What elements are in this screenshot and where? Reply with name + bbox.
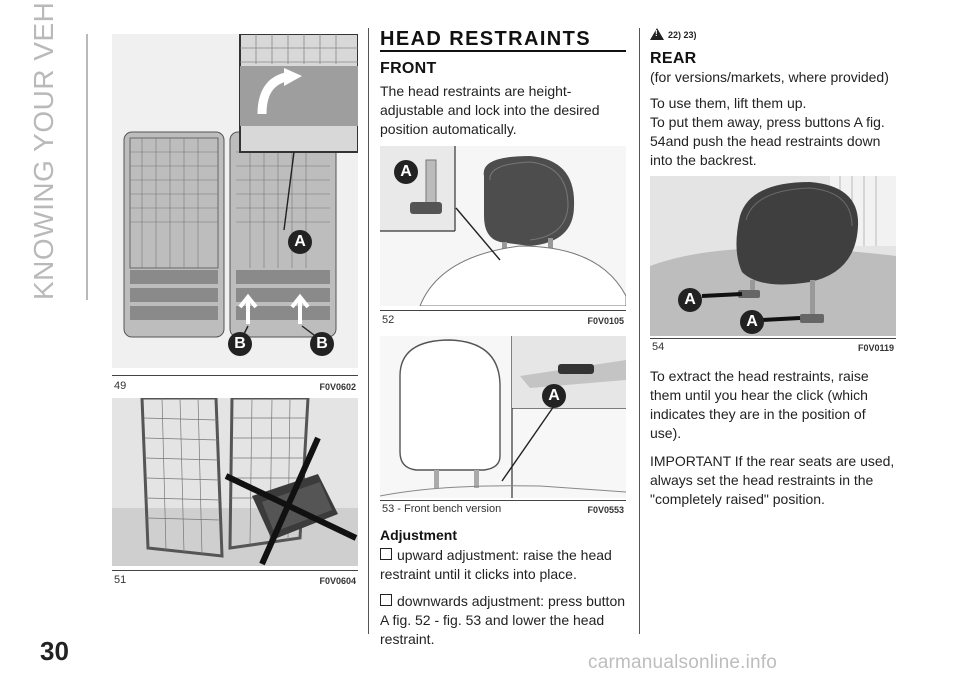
figure-53-label-a: A [542,384,566,408]
checkbox-bullet-icon [380,548,392,560]
figure-52-label-a: A [394,160,418,184]
column-divider-1 [368,28,369,634]
rear-para-1: To use them, lift them up. [650,95,807,111]
rear-para-4: IMPORTANT If the rear seats are used, al… [650,453,895,507]
figure-53-image: A [380,336,626,498]
figure-52-drawing [380,146,626,306]
watermark: carmanualsonline.info [588,652,778,673]
figure-49-label-a: A [288,230,312,254]
warning-ref-text: 22) 23) [668,30,697,40]
figure-51-drawing [112,398,358,566]
front-title: FRONT [380,60,437,77]
figure-52-image: A [380,146,626,306]
rear-para-3: To extract the head restraints, raise th… [650,368,869,441]
checkbox-bullet-icon [380,594,392,606]
figure-51-code: F0V0604 [319,576,356,586]
rear-title: REAR [650,50,697,67]
column-divider-2 [639,28,640,634]
figure-54-label-a-lower: A [740,310,764,334]
figure-52-caption-rule [380,310,626,311]
figure-49-label-b-left: B [228,332,252,356]
page-number: 30 [40,636,69,666]
side-title-text: KNOWING YOUR VEHICLE [28,0,59,300]
figure-52-number: 52 [382,314,395,326]
rear-para-2: To put them away, press buttons A fig. 5… [650,114,885,168]
figure-51-number: 51 [114,574,127,586]
figure-53-drawing [380,336,626,498]
figure-54-number: 54 [652,341,665,353]
figure-53-code: F0V0553 [587,505,624,515]
adjustment-bullet-up: upward adjustment: raise the head restra… [380,546,626,584]
figure-53-number: 53 - Front bench version [382,503,502,515]
figure-49-image: A B B [112,34,358,368]
front-body: The head restraints are height-adjustabl… [380,83,600,137]
section-title-rule [380,50,626,52]
figure-49-drawing [123,34,358,339]
figure-54-code: F0V0119 [857,343,894,353]
figure-49-code: F0V0602 [319,382,356,392]
figure-49-caption-rule [112,375,358,376]
bullet-text: downwards adjustment: press button A fig… [380,593,626,647]
warning-triangle-icon [650,28,664,40]
bullet-text: upward adjustment: raise the head restra… [380,547,612,582]
warning-references: 22) 23) [650,28,697,40]
figure-54-caption-rule [650,338,896,339]
figure-51-image [112,398,358,566]
figure-54-label-a-upper: A [678,288,702,312]
side-rule [86,34,88,300]
figure-49-number: 49 [114,380,127,392]
figure-52-code: F0V0105 [587,316,624,326]
adjustment-bullet-down: downwards adjustment: press button A fig… [380,592,626,649]
figure-53-caption-rule [380,500,626,501]
figure-51-caption-rule [112,570,358,571]
figure-54-image: A A [650,176,896,336]
figure-54-drawing [650,176,896,336]
rear-availability: (for versions/markets, where provided) [650,69,889,85]
figure-49-label-b-right: B [310,332,334,356]
adjustment-heading: Adjustment [380,527,457,543]
section-title: HEAD RESTRAINTS [380,28,592,50]
